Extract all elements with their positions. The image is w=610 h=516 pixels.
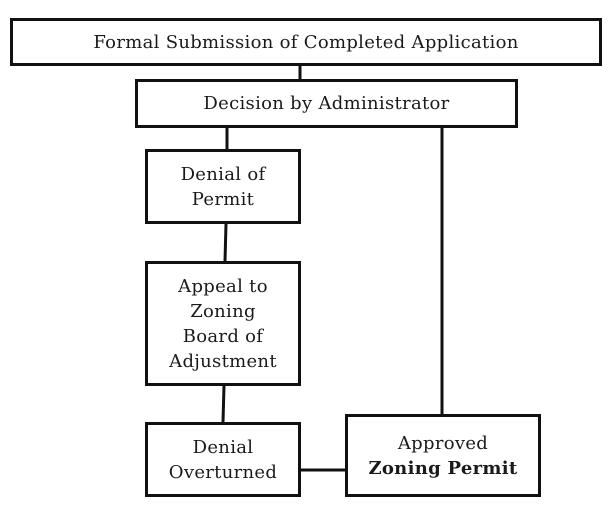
- node-formal-submission: Formal Submission of Completed Applicati…: [10, 18, 602, 66]
- node-label-line: Formal Submission of Completed Applicati…: [93, 31, 519, 53]
- node-label-line: Decision by Administrator: [203, 93, 450, 114]
- node-decision-by-administrator: Decision by Administrator: [135, 79, 518, 128]
- edge-denial-appeal: [223, 223, 228, 262]
- node-label-line: Denial of: [180, 163, 266, 185]
- edge-appeal-overturned: [221, 385, 226, 423]
- node-label-line: Approved: [397, 432, 489, 454]
- node-denial-of-permit: Denial of Permit: [145, 149, 301, 224]
- node-label-line: Denial: [192, 436, 254, 458]
- node-label-emphasis: Zoning Permit: [368, 457, 518, 479]
- node-label-line: Permit: [191, 188, 255, 210]
- node-denial-overturned: Denial Overturned: [145, 422, 301, 497]
- node-label-line: Adjustment: [169, 350, 277, 372]
- node-approved-zoning-permit: Approved Zoning Permit: [345, 414, 541, 497]
- node-label-line: Overturned: [168, 461, 278, 483]
- node-label-line: Zoning: [190, 300, 256, 322]
- node-appeal-to-zoning-board: Appeal to Zoning Board of Adjustment: [145, 261, 301, 386]
- node-label-line: Appeal to: [178, 275, 268, 297]
- node-label-line: Board of: [182, 325, 264, 347]
